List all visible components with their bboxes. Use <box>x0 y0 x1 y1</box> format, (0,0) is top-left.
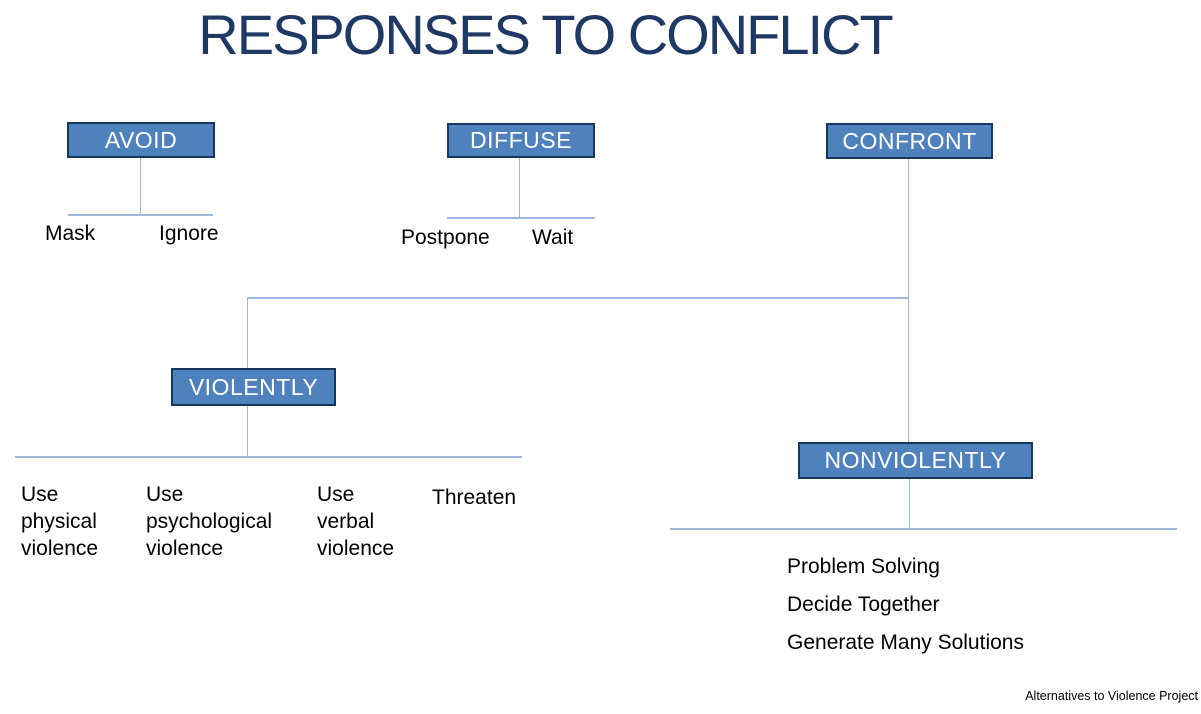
leaf-generate-many-solutions: Generate Many Solutions <box>787 631 1024 654</box>
connector-violently-stem-bottom <box>247 406 248 458</box>
node-nonviolently-label: NONVIOLENTLY <box>824 447 1007 473</box>
leaf-problem-solving: Problem Solving <box>787 555 940 578</box>
connector-avoid-stem <box>140 158 141 216</box>
node-confront-label: CONFRONT <box>842 127 977 154</box>
leaf-wait: Wait <box>532 226 574 249</box>
page-title: RESPONSES TO CONFLICT <box>198 3 893 66</box>
leaf-decide-together: Decide Together <box>787 593 940 616</box>
connector-avoid-children-bar <box>68 214 213 216</box>
connector-confront-stem <box>908 159 909 442</box>
node-violently: VIOLENTLY <box>171 368 336 406</box>
connector-nonviolently-stem <box>909 479 910 530</box>
leaf-use-psychological-violence: Use psychological violence <box>146 483 273 560</box>
connector-confront-branch-bar <box>247 297 909 299</box>
node-avoid-label: AVOID <box>104 126 178 153</box>
credit-text: Alternatives to Violence Project <box>1025 689 1198 703</box>
leaf-threaten: Threaten <box>432 486 517 509</box>
leaf-ignore: Ignore <box>159 222 219 245</box>
node-nonviolently: NONVIOLENTLY <box>798 442 1033 479</box>
connector-violently-stem-top <box>247 297 248 368</box>
leaf-mask: Mask <box>45 222 96 245</box>
leaf-use-verbal-violence: Use verbal violence <box>317 483 395 560</box>
node-avoid: AVOID <box>67 122 215 158</box>
leaf-postpone: Postpone <box>401 226 490 249</box>
leaf-use-physical-violence: Use physical violence <box>21 483 99 560</box>
node-confront: CONFRONT <box>826 123 993 159</box>
connector-violently-children-bar <box>15 456 522 458</box>
connector-diffuse-children-bar <box>447 217 595 219</box>
node-diffuse-label: DIFFUSE <box>470 127 572 153</box>
node-violently-label: VIOLENTLY <box>188 373 319 400</box>
connector-nonviolently-children-bar <box>670 528 1177 530</box>
node-diffuse: DIFFUSE <box>447 123 595 158</box>
connector-diffuse-stem <box>519 158 520 219</box>
